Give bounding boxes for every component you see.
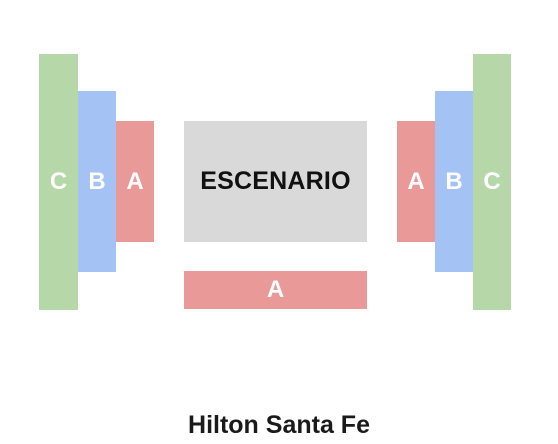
- section-b-left-label: B: [88, 167, 106, 195]
- venue-name: Hilton Santa Fe: [188, 411, 370, 439]
- stage: ESCENARIO: [184, 121, 367, 242]
- stage-label: ESCENARIO: [200, 167, 351, 195]
- section-b-left[interactable]: B: [78, 91, 116, 272]
- section-a-left-label: A: [126, 167, 144, 195]
- section-a-left[interactable]: A: [116, 121, 154, 242]
- section-c-right[interactable]: C: [473, 54, 511, 310]
- section-a-right[interactable]: A: [397, 121, 435, 242]
- section-a-right-label: A: [407, 167, 425, 195]
- section-a-front-label: A: [266, 276, 285, 303]
- section-c-left-label: C: [49, 168, 68, 195]
- section-b-right[interactable]: B: [435, 91, 473, 272]
- section-c-right-label: C: [483, 168, 501, 195]
- section-a-front[interactable]: A: [184, 271, 367, 309]
- section-c-left[interactable]: C: [39, 54, 78, 310]
- section-b-right-label: B: [445, 167, 463, 195]
